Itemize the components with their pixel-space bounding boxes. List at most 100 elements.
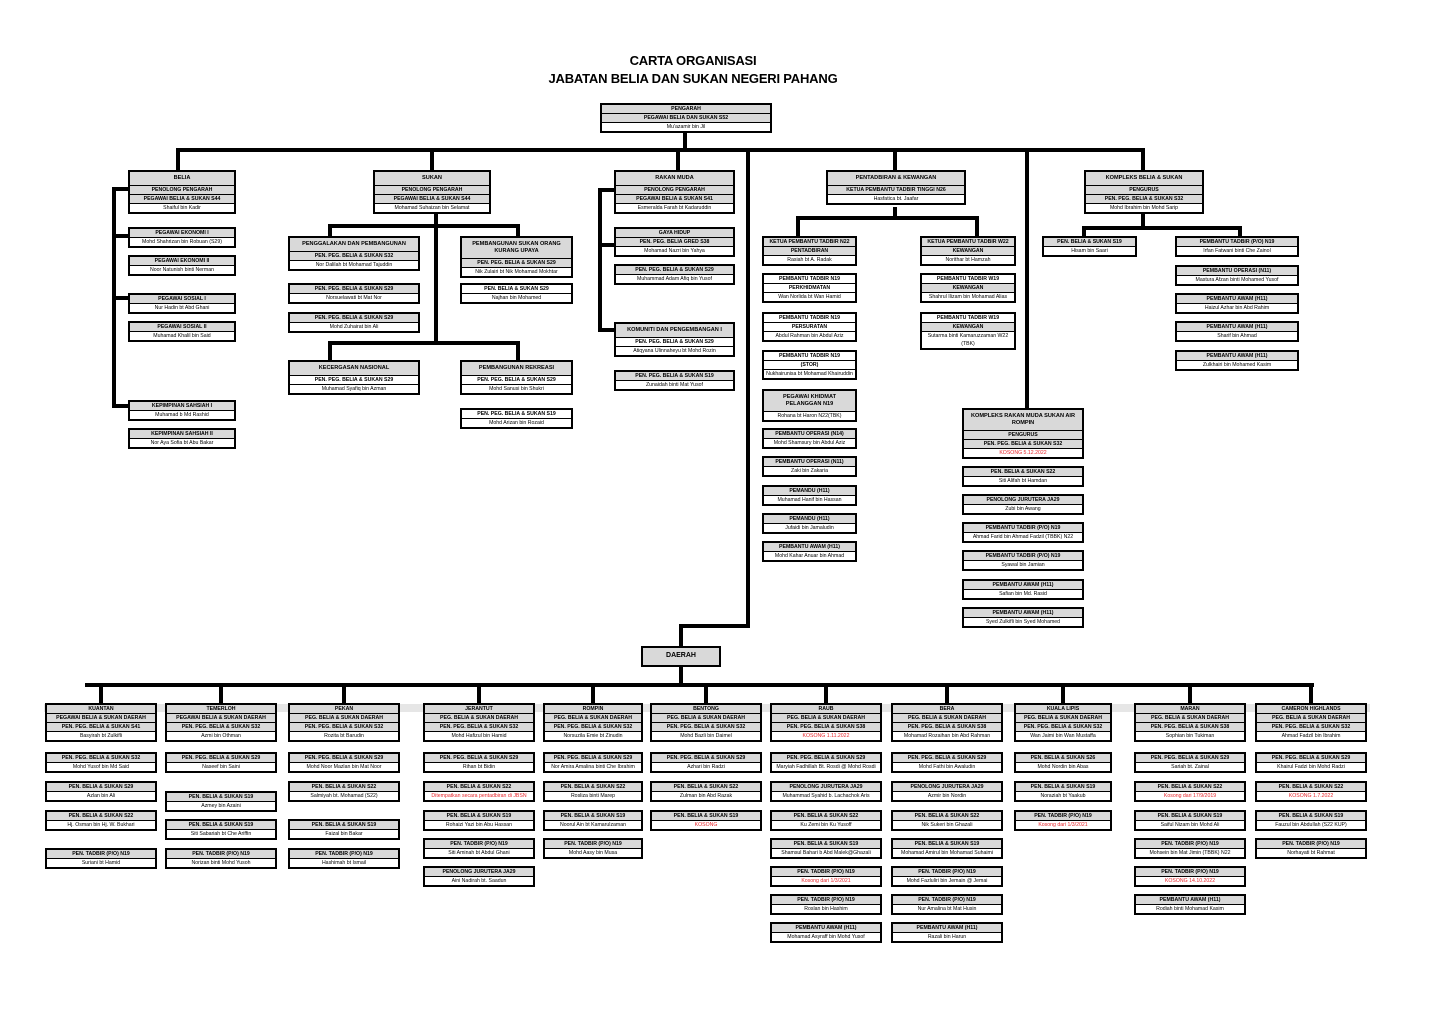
position-label: PEMBANTU AWAM (H11) [1136,896,1244,905]
staff-name: Azlan bin Ali [47,792,155,800]
position-label: PEGAWAI BELIA & SUKAN S44 [130,195,234,204]
staff-name: Hasfatica bt. Jaafar [828,195,964,203]
connector-line [477,685,481,704]
position-label: BERA [893,705,1001,714]
staff-name: Zulman bin Abd Razak [652,792,760,800]
position-label: KOMPLEKS BELIA & SUKAN [1086,172,1202,186]
staff-name: Esmeralda Farah bt Kadaruddin [616,204,733,212]
org-box-rk5: PEMBANTU AWAM (H11)Safian bin Md. Rasid [962,579,1084,600]
position-label: PEGAWAI BELIA DAN SUKAN S52 [602,114,770,123]
staff-name: Mohd Ibrahim bin Mohd Sarip [1086,204,1202,212]
org-box-ptd4: PEMBANTU TADBIR N19(STOR)Nukhairunisa bt… [762,350,857,380]
chart-subtitle: JABATAN BELIA DAN SUKAN NEGERI PAHANG [548,71,838,86]
staff-name: Mohd Fazluliri bin Jemain @ Jemai [893,877,1001,885]
position-label: PEMBANTU TADBIR N19 [764,352,855,361]
staff-name: Zaki bin Zakaria [764,467,855,475]
position-label: RAUB [772,705,880,714]
position-label: PEN. BELIA & SUKAN S22 [772,812,880,821]
staff-name: Mohd Zuhairat bin Ali [290,323,418,331]
position-label: PEN. PEG. BELIA & SUKAN S38 [893,723,1001,732]
org-box-kbs4: PEMBANTU AWAM (H11)Haizul Azhar bin Abd … [1175,293,1299,314]
position-label: PEG. BELIA & SUKAN DAERAH [425,714,533,723]
staff-name: Nor Amira Amalina binti Che Ibrahim [545,763,641,771]
position-label: PEN. BELIA & SUKAN S19 [545,812,641,821]
position-label: KETUA PEMBANTU TADBIR W22 [922,238,1014,247]
staff-name: Razali bin Harun [893,933,1001,941]
position-label: PEMBANTU AWAM (H11) [1177,295,1297,304]
connector-line [219,685,223,704]
position-label: PENOLONG JURUTERA JA29 [772,783,880,792]
org-box-kbs3: PEMBANTU OPERASI (N11)Mastura Afzan bint… [1175,265,1299,286]
staff-name: Mohd Aasy bin Musa [545,849,641,857]
staff-name: KOSONG 1.11.2022 [772,732,880,740]
staff-name: Mohd Nordin bin Abas [1016,763,1110,771]
position-label: PEN. TADBIR (P/O) N19 [167,850,275,859]
position-label: PEMBANTU AWAM (H11) [1177,323,1297,332]
connector-line [516,343,520,361]
position-label: PEGAWAI KHIDMAT PELANGGAN N19 [764,391,855,412]
position-label: PEG. BELIA & SUKAN DAERAH [1257,714,1365,723]
staff-name: Siti Alifah bt Hamdan [964,477,1082,485]
position-label: KEPIMPINAN SAHSIAH II [130,430,234,439]
staff-name: Rodiah binti Mohamad Kasim [1136,905,1244,913]
staff-name: Norizan binti Mohd Yusoh [167,859,275,867]
connector-line [1188,685,1192,704]
position-label: PEN. PEG. BELIA & SUKAN S29 [1136,754,1244,763]
staff-name: Sharif bin Ahmad [1177,332,1297,340]
position-label: PEMBANTU AWAM (H11) [964,609,1082,618]
connector-line [679,626,683,647]
position-label: PEN. PEG. BELIA & SUKAN S32 [47,754,155,763]
staff-name: Mohd Shamsury bin Abdul Aziz [764,439,855,447]
position-label: KEWANGAN [922,323,1014,332]
position-label: PENGURUS [964,431,1082,440]
position-label: PEN. PEG. BELIA & SUKAN S32 [290,252,418,261]
position-label: PEMBANGUNAN SUKAN ORANG KURANG UPAYA [462,238,571,259]
position-label: PEN. BELIA & SUKAN S19 [290,821,398,830]
staff-name: Nor Dalilah bt Mohamad Tajuddin [290,261,418,269]
position-label: PEMBANTU AWAM (H11) [1177,352,1297,361]
position-label: PEMBANTU TADBIR N19 [764,275,855,284]
connector-line [99,685,103,704]
position-label: PEN. PEG. BELIA & SUKAN S32 [425,723,533,732]
position-label: PEN. TADBIR (P/O) N19 [1257,840,1365,849]
connector-line [1061,685,1065,704]
district-staff-box: PEMBANTU AWAM (H11)Mohamad Asyraff bin M… [770,922,882,943]
position-label: GAYA HIDUP [616,229,733,238]
staff-name: Mohamad Amirul bin Mohamad Suhaimi [893,849,1001,857]
position-label: PEMBANTU OPERASI (N14) [764,430,855,439]
position-label: PEN. BELIA & SUKAN S19 [652,812,760,821]
staff-name: Norithar bt Hamzah [922,256,1014,264]
connector-line [328,224,520,228]
position-label: PEN. BELIA & SUKAN S19 [1016,783,1110,792]
connector-line [342,685,346,704]
staff-name: KOSONG [652,821,760,829]
position-label: PEN. PEG. BELIA & SUKAN S32 [964,440,1082,449]
connector-line [893,207,897,219]
staff-name: Syawal bin Jamian [964,561,1082,569]
position-label: PEKAN [290,705,398,714]
